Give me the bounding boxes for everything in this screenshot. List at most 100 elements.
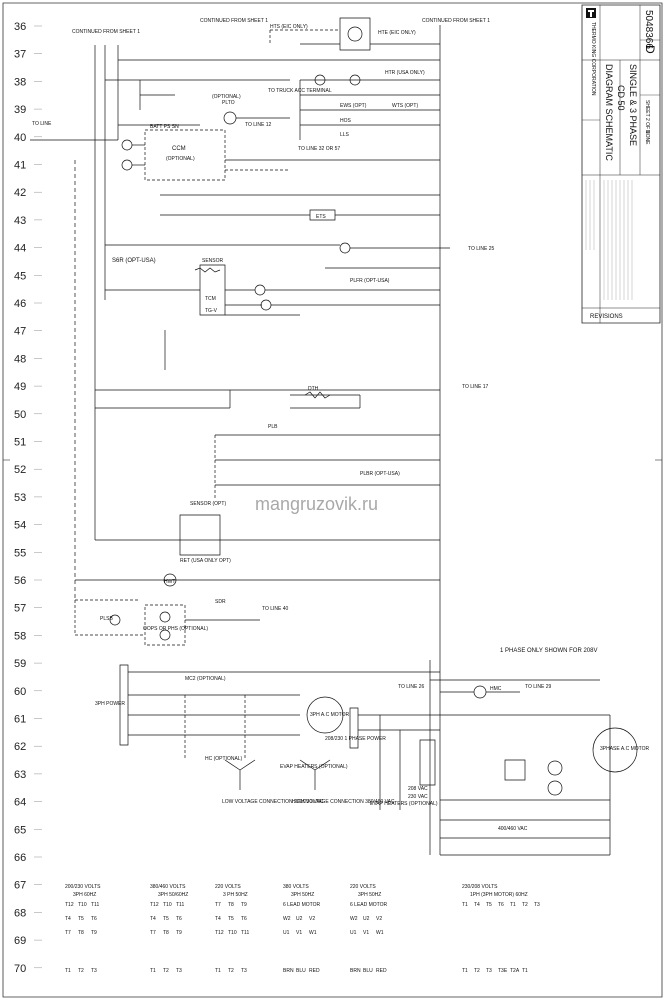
row-number: 46 <box>14 298 26 310</box>
wiring-table-text: T4 <box>150 916 156 922</box>
v400-label: 400/460 VAC <box>498 826 528 832</box>
wiring-table-text: T1 <box>150 968 156 974</box>
sheet-number: SHEET 2 OF 2 <box>644 100 650 133</box>
wiring-table-text: T2A <box>510 968 520 974</box>
sensor-opt-label: SENSOR (OPT) <box>190 501 226 507</box>
plsb-label: PLSB <box>100 616 113 622</box>
dth-label: DTH <box>308 386 319 392</box>
ets-label: ETS <box>316 214 326 220</box>
low-voltage-label: LOW VOLTAGE CONNECTION 220/230 VAC <box>222 799 324 805</box>
wiring-table-text: T1 <box>65 968 71 974</box>
to-line-25-label: TO LINE 25 <box>468 246 495 252</box>
one-phase-label: 1 PHASE ONLY SHOWN FOR 208V <box>500 648 597 654</box>
wiring-table-text: V1 <box>296 930 302 936</box>
wiring-table-text: V1 <box>363 930 369 936</box>
drawing-title-3: SINGLE & 3 PHASE <box>628 64 638 146</box>
wiring-table-text: 200/230 VOLTS <box>65 884 101 890</box>
ccm-opt-label: (OPTIONAL) <box>166 156 195 162</box>
row-number: 66 <box>14 852 26 864</box>
tcm-label: TCM <box>205 296 216 302</box>
wiring-table-text: 6 LEAD MOTOR <box>350 902 388 908</box>
wiring-table-text: T2 <box>474 968 480 974</box>
oops-label: OOPS OR PHS (OPTIONAL) <box>143 626 208 632</box>
wiring-table-text: T5 <box>228 916 234 922</box>
wiring-table-text: T5 <box>78 916 84 922</box>
wiring-table-text: T7 <box>150 930 156 936</box>
row-number: 68 <box>14 907 26 919</box>
wiring-table-text: 380 VOLTS <box>283 884 309 890</box>
row-number: 63 <box>14 769 26 781</box>
row-number: 49 <box>14 381 26 393</box>
wiring-table-text: V2 <box>376 916 382 922</box>
to-line-17-label: TO LINE 17 <box>462 384 489 390</box>
wiring-table-text: T3 <box>91 968 97 974</box>
wiring-table-text: U1 <box>283 930 290 936</box>
wiring-table-text: T4 <box>65 916 71 922</box>
row-number: 70 <box>14 963 26 975</box>
wiring-table-text: W1 <box>376 930 384 936</box>
to-line-40b-label: TO LINE 40 <box>262 606 289 612</box>
wiring-table-text: T3 <box>241 968 247 974</box>
ccm-label: CCM <box>172 146 186 152</box>
evap-heaters2-label: EVAP HEATERS (OPTIONAL) <box>370 801 438 807</box>
row-number: 45 <box>14 270 26 282</box>
wiring-table-text: T6 <box>176 916 182 922</box>
wiring-table-text: T9 <box>241 902 247 908</box>
row-number: 53 <box>14 492 26 504</box>
row-number: 50 <box>14 409 26 421</box>
wiring-table-text: 3PH 50HZ <box>291 892 314 898</box>
row-number: 41 <box>14 160 26 172</box>
mc2-label: MC2 (OPTIONAL) <box>185 676 226 682</box>
row-number: 56 <box>14 575 26 587</box>
wiring-table-text: 220 VOLTS <box>215 884 241 890</box>
wiring-table-text: T3 <box>176 968 182 974</box>
wiring-table-text: T7 <box>65 930 71 936</box>
wiring-table-text: T6 <box>498 902 504 908</box>
continued-label-top-left: CONTINUED FROM SHEET 1 <box>200 18 268 24</box>
wiring-table-text: T12 <box>215 930 224 936</box>
wiring-table-text: 3PH 50HZ <box>358 892 381 898</box>
wiring-table-text: T10 <box>163 902 172 908</box>
wiring-table-text: T3 <box>486 968 492 974</box>
pltu-opt-label: (OPTIONAL) <box>212 94 241 100</box>
s6r-label: S6R (OPT-USA) <box>112 258 156 264</box>
motor-1ph-label: 3PHASE A.C MOTOR <box>600 746 649 752</box>
continued-label-left: CONTINUED FROM SHEET 1 <box>72 29 140 35</box>
wiring-table-text: W2 <box>283 916 291 922</box>
row-number: 43 <box>14 215 26 227</box>
htr-label: HTR (USA ONLY) <box>385 70 425 76</box>
wiring-table-text: T6 <box>241 916 247 922</box>
row-number: 67 <box>14 880 26 892</box>
motor-3ph-label: 3PH A.C MOTOR <box>310 712 349 718</box>
control-circuit <box>30 18 450 680</box>
title-block: THERMO KING CORPORATION DIAGRAM SCHEMATI… <box>582 5 660 323</box>
hte-label: HTE (EIC ONLY) <box>378 30 416 36</box>
sensor-label: SENSOR <box>202 258 224 264</box>
row-number: 36 <box>14 21 26 33</box>
wiring-table-text: T6 <box>91 916 97 922</box>
batt-label: BATT PS SN <box>150 124 179 130</box>
row-number-column: 3637383940414243444546474849505152535455… <box>14 21 42 975</box>
wiring-table-text: 3PH 50/60HZ <box>158 892 188 898</box>
wiring-table-text: T2 <box>522 902 528 908</box>
to-line-26-label: TO LINE 26 <box>398 684 425 690</box>
wiring-table-text: T10 <box>228 930 237 936</box>
row-number: 40 <box>14 132 26 144</box>
wiring-table-text: T12 <box>150 902 159 908</box>
wiring-table-text: T9 <box>176 930 182 936</box>
continued-label-top-right: CONTINUED FROM SHEET 1 <box>422 18 490 24</box>
wiring-table-text: BRN <box>350 968 361 974</box>
ews-label: EWS (OPT) <box>340 103 367 109</box>
wiring-table-text: BRN <box>283 968 294 974</box>
row-number: 38 <box>14 76 26 88</box>
plbr-label: PLBR (OPT-USA) <box>360 471 400 477</box>
wiring-table-text: T5 <box>163 916 169 922</box>
ret-label: RET (USA ONLY OPT) <box>180 558 231 564</box>
wiring-table-text: T1 <box>462 902 468 908</box>
lls-label: LLS <box>340 132 350 138</box>
row-number: 39 <box>14 104 26 116</box>
drawing-title-1: DIAGRAM SCHEMATIC <box>604 64 614 161</box>
